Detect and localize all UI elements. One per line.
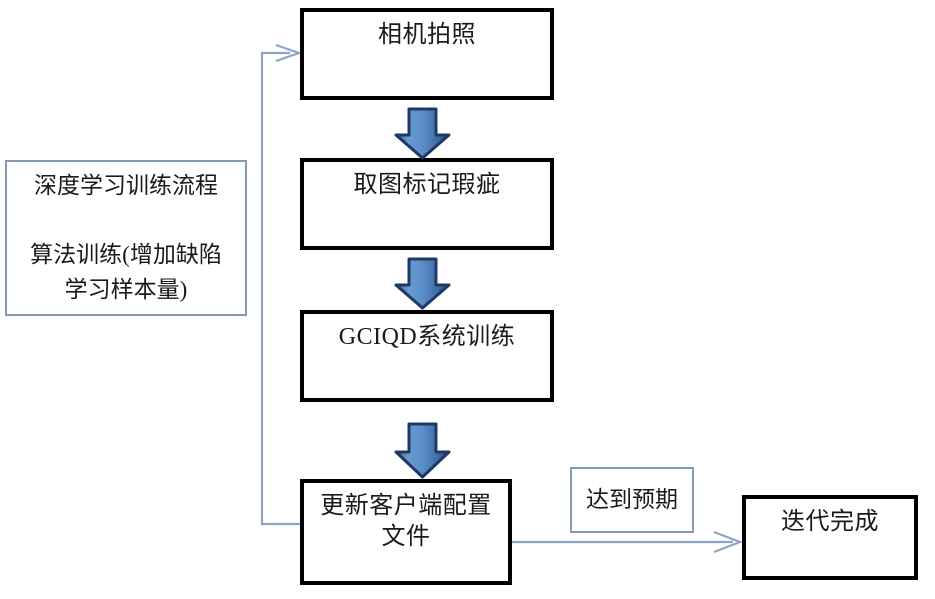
step-box-capture-and-mark-defects-label: 取图标记瑕疵 bbox=[353, 172, 501, 198]
step-box-gciqd-system-training[interactable]: GCIQD系统训练 bbox=[300, 310, 554, 402]
block-arrow-down-icon-3 bbox=[394, 422, 451, 479]
deep-learning-training-process-note-label: 深度学习训练流程 算法训练(增加缺陷 学习样本量) bbox=[30, 173, 222, 302]
deep-learning-training-process-note: 深度学习训练流程 算法训练(增加缺陷 学习样本量) bbox=[5, 160, 247, 316]
terminal-box-iteration-complete-label: 迭代完成 bbox=[781, 509, 879, 535]
block-arrow-down-icon-1 bbox=[394, 107, 451, 160]
step-box-capture-and-mark-defects[interactable]: 取图标记瑕疵 bbox=[300, 158, 554, 250]
step-box-camera-capture[interactable]: 相机拍照 bbox=[300, 8, 554, 100]
line-arrow-right-icon bbox=[512, 530, 744, 554]
step-box-camera-capture-label: 相机拍照 bbox=[378, 22, 476, 48]
step-box-gciqd-system-training-label: GCIQD系统训练 bbox=[338, 324, 516, 350]
terminal-box-iteration-complete[interactable]: 迭代完成 bbox=[742, 495, 918, 580]
step-box-update-client-config-file[interactable]: 更新客户端配置 文件 bbox=[300, 479, 512, 585]
condition-note-expectation-met: 达到预期 bbox=[570, 467, 694, 533]
condition-note-expectation-met-label: 达到预期 bbox=[586, 487, 678, 513]
block-arrow-down-icon-2 bbox=[394, 257, 451, 310]
feedback-loop-arrow-icon bbox=[260, 43, 303, 526]
step-box-update-client-config-file-label: 更新客户端配置 文件 bbox=[320, 493, 492, 550]
